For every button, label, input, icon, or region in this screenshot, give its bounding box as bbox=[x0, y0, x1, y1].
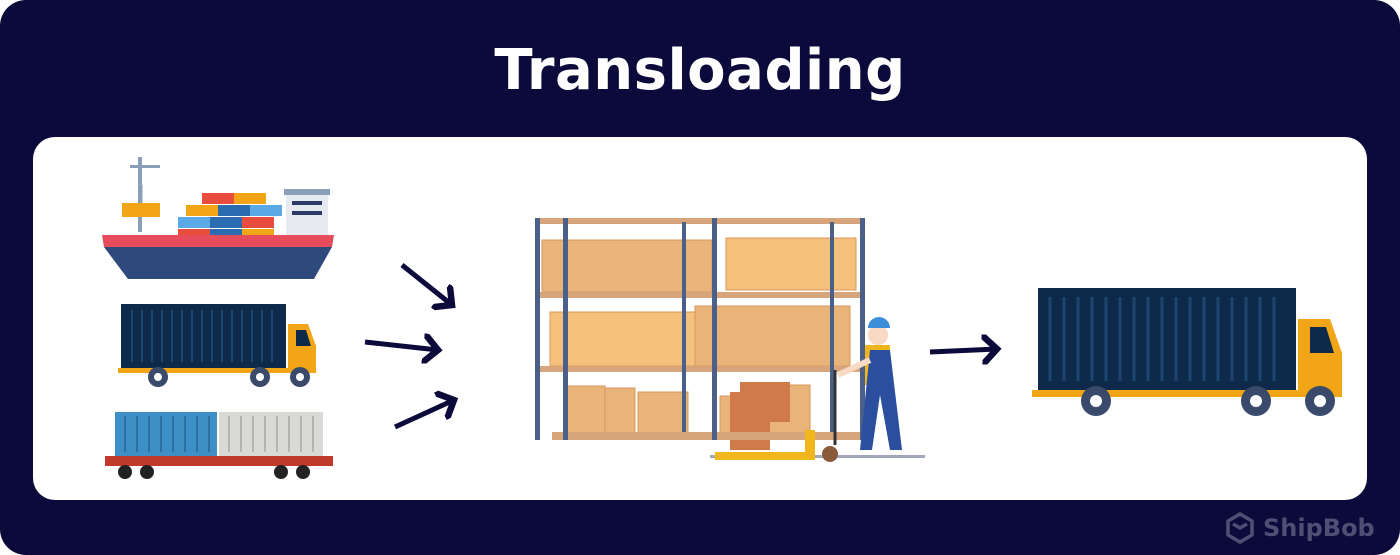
outbound-truck-illustration bbox=[1032, 288, 1342, 416]
logo-text: ShipBob bbox=[1263, 514, 1375, 542]
arrow-icon bbox=[393, 400, 454, 430]
warehouse-illustration bbox=[535, 218, 925, 462]
box-logo-icon bbox=[1226, 512, 1254, 544]
shipbob-logo: ShipBob bbox=[1225, 512, 1375, 544]
arrow-icon bbox=[364, 342, 438, 350]
page-title: Transloading bbox=[494, 38, 906, 103]
arrow-icon bbox=[400, 263, 452, 305]
arrows-inbound bbox=[364, 263, 470, 430]
cargo-ship-illustration bbox=[102, 157, 334, 279]
container-truck-illustration bbox=[118, 304, 316, 387]
freight-train-illustration bbox=[105, 412, 333, 479]
arrow-outbound-icon bbox=[929, 330, 1015, 370]
